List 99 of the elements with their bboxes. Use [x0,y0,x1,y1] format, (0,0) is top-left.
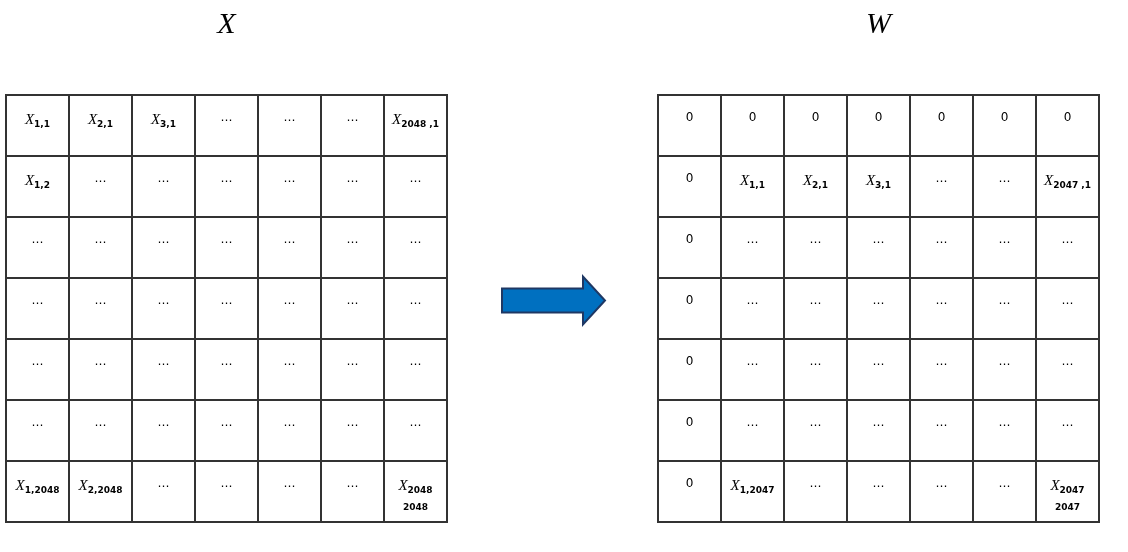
cell-value: … [31,293,44,307]
cell-value: … [157,232,170,246]
cell-value: … [94,415,107,429]
cell-value: … [283,415,296,429]
cell-value: … [998,171,1011,185]
cell-value: … [998,415,1011,429]
cell-value: … [220,415,233,429]
cell-value: … [157,293,170,307]
cell-value: … [872,293,885,307]
cell-value: X$_{3,1}$ [150,113,177,127]
cell-value: X$_{1,1}$ [24,113,51,127]
cell-value: 0 [685,415,694,429]
cell-value: … [94,354,107,368]
cell-value: … [1061,354,1074,368]
cell-value: … [157,415,170,429]
cell-value: … [746,293,759,307]
cell-value: … [94,232,107,246]
cell-value: … [283,110,296,124]
cell-value: 0 [685,293,694,307]
cell-value: … [346,171,359,185]
cell-value: … [746,415,759,429]
cell-value: 0 [685,110,694,124]
cell-value: 0 [874,110,883,124]
cell-value: … [935,415,948,429]
cell-value: … [1061,293,1074,307]
cell-value: … [746,232,759,246]
cell-value: … [872,476,885,490]
cell-value: … [998,293,1011,307]
cell-value: … [935,476,948,490]
cell-value: … [746,354,759,368]
cell-value: … [409,171,422,185]
cell-value: X$_{2,1}$ [802,174,829,188]
cell-value: … [1061,232,1074,246]
cell-value: … [346,232,359,246]
cell-value: … [809,476,822,490]
cell-value: 0 [1063,110,1072,124]
matrix-title: X [217,6,236,39]
cell-value: … [872,354,885,368]
cell-value: X$_{1,2047}$ [730,479,775,493]
cell-value: 0 [685,232,694,246]
cell-value: … [346,476,359,490]
cell-value: 0 [748,110,757,124]
cell-value: … [935,171,948,185]
cell-value: … [809,415,822,429]
cell-value: 0 [1000,110,1009,124]
cell-value: … [346,354,359,368]
cell-value: … [283,232,296,246]
cell-value: … [346,415,359,429]
cell-value: … [220,293,233,307]
cell-value: … [283,476,296,490]
cell-value: … [220,171,233,185]
cell-value: … [283,293,296,307]
cell-value: … [409,354,422,368]
cell-value: 0 [685,171,694,185]
cell-value: … [935,293,948,307]
cell-value: … [94,171,107,185]
cell-value: … [809,354,822,368]
cell-value: … [1061,415,1074,429]
cell-value: … [220,354,233,368]
cell-value: … [809,232,822,246]
cell-value: … [31,232,44,246]
cell-value: … [220,232,233,246]
cell-value: … [998,232,1011,246]
cell-value: X$_{2047 ,1}$ [1043,174,1091,188]
cell-value: X$_{1,2048}$ [15,479,60,493]
cell-value: … [157,476,170,490]
cell-value: … [872,232,885,246]
block-arrow [501,273,607,328]
cell-value: X$_{2048 ,1}$ [391,113,439,127]
cell-value: … [31,415,44,429]
cell-value: … [31,354,44,368]
cell-value: … [935,232,948,246]
cell-value: … [157,354,170,368]
cell-value: … [94,293,107,307]
cell-value: … [283,354,296,368]
cell-value: … [935,354,948,368]
cell-value: 0 [685,354,694,368]
cell-value: 0 [685,476,694,490]
cell-value: … [872,415,885,429]
cell-value: X$_{3,1}$ [865,174,892,188]
cell-value: … [220,476,233,490]
cell-value: … [157,171,170,185]
matrix-title: W [866,6,891,39]
cell-value: … [998,476,1011,490]
cell-value: X$_{2,2048}$ [78,479,123,493]
cell-value: … [409,293,422,307]
cell-value: … [346,110,359,124]
cell-value: … [409,232,422,246]
cell-value: … [220,110,233,124]
cell-value: … [346,293,359,307]
cell-value: X$_{2,1}$ [87,113,114,127]
cell-value: … [409,415,422,429]
cell-value: 0 [811,110,820,124]
cell-value: 0 [937,110,946,124]
cell-value: X$_{1,2}$ [24,174,51,188]
cell-value: … [283,171,296,185]
cell-value: … [998,354,1011,368]
cell-value: X$_{1,1}$ [739,174,766,188]
cell-value: … [809,293,822,307]
